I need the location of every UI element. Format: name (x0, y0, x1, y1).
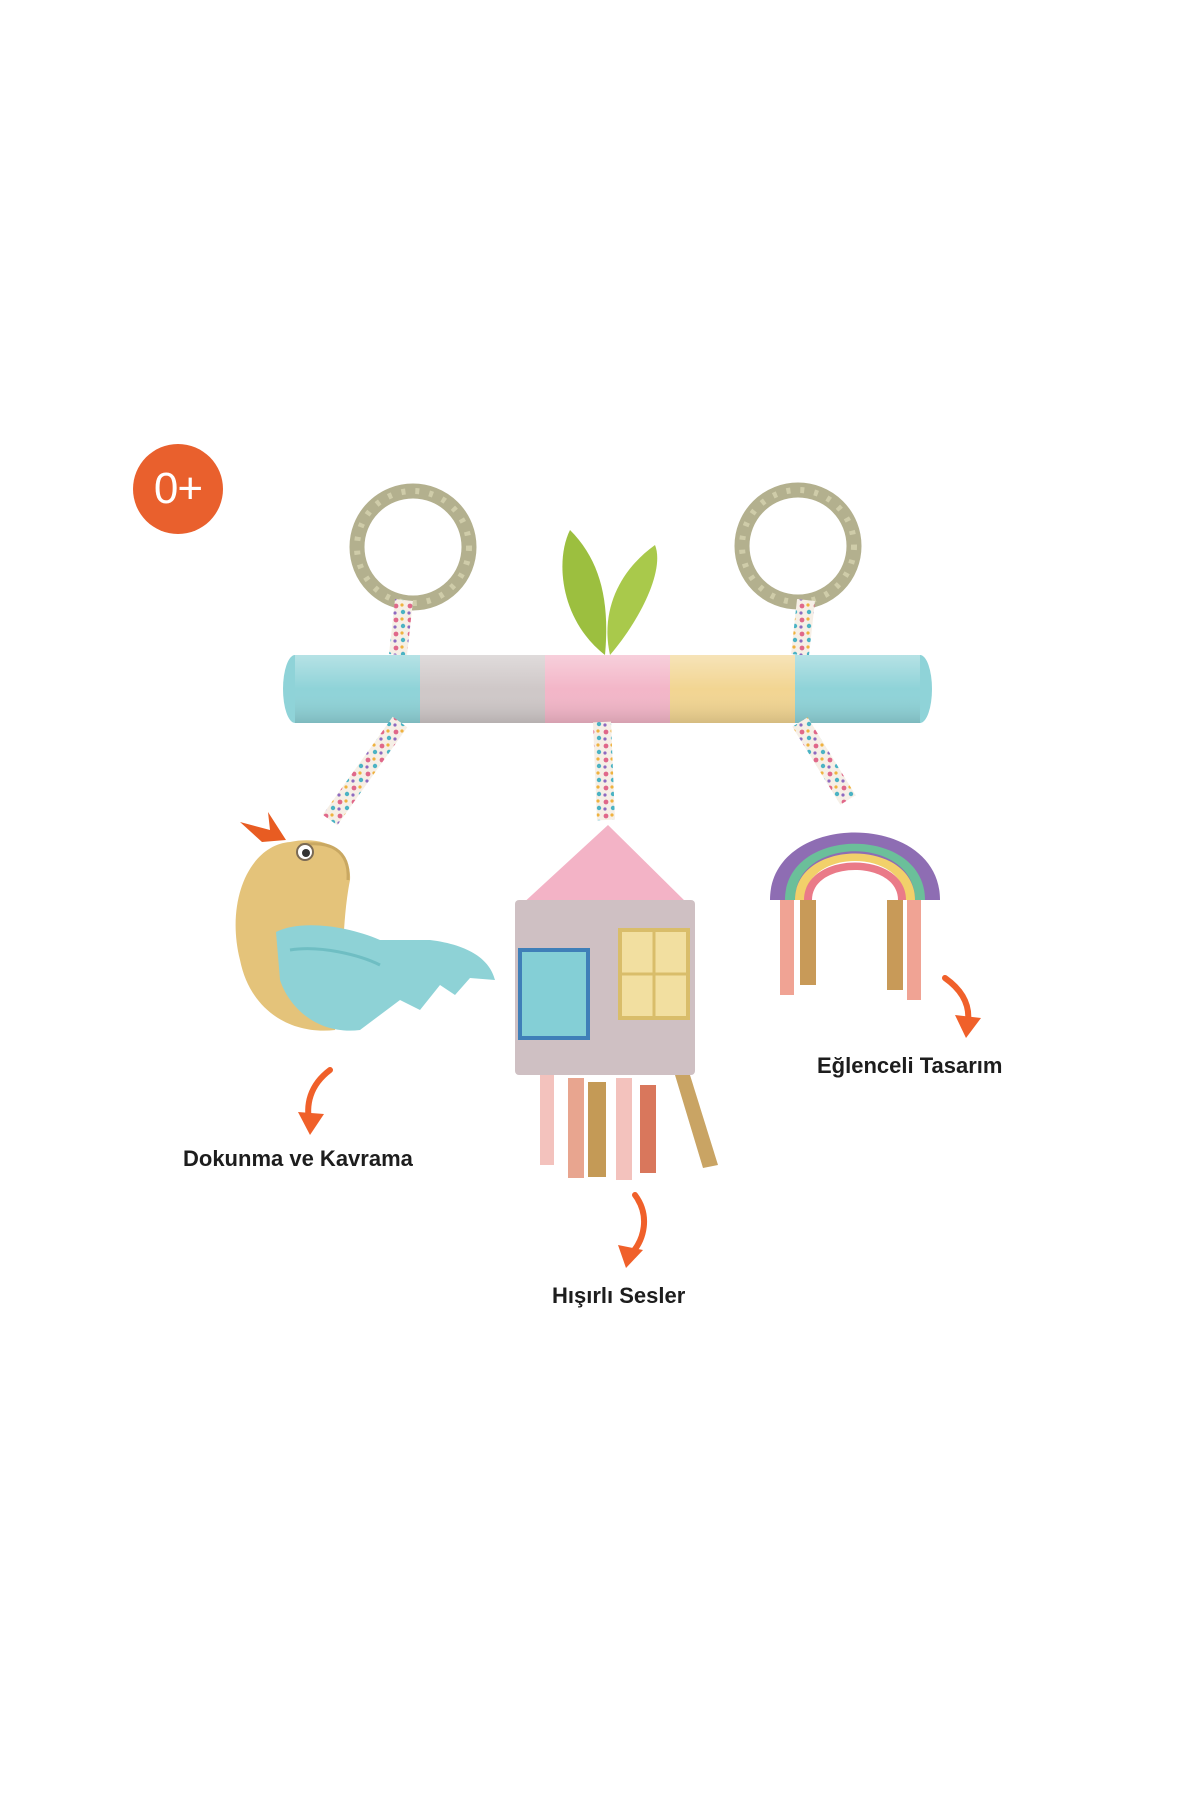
right-teething-ring (734, 482, 862, 610)
arrow-icon (942, 975, 981, 1038)
bird-wing (276, 925, 495, 1031)
ribbon-rainbow (792, 717, 856, 805)
crib-bar (283, 655, 932, 723)
leaf-tag (562, 530, 658, 655)
ribbon-house (593, 721, 615, 821)
ribbon-left-top (389, 599, 413, 656)
ribbon-bird (322, 716, 408, 826)
rainbow-toy (770, 832, 940, 1000)
left-teething-ring (349, 483, 477, 611)
arrow-icon (298, 1067, 333, 1135)
feature-label-sound: Hışırlı Sesler (552, 1283, 686, 1308)
bird-crest (240, 812, 286, 842)
age-badge: 0+ (133, 444, 223, 534)
house-ribbons (540, 1075, 718, 1180)
house-toy (515, 825, 718, 1180)
bird-toy (235, 812, 495, 1031)
feature-label-design: Eğlenceli Tasarım (817, 1053, 1003, 1078)
arrow-icon (618, 1192, 648, 1268)
house-window-left (518, 948, 590, 1040)
feature-label-touch: Dokunma ve Kavrama (183, 1146, 413, 1171)
rainbow-ribbons (780, 900, 921, 1000)
ribbon-right-top (791, 599, 815, 656)
